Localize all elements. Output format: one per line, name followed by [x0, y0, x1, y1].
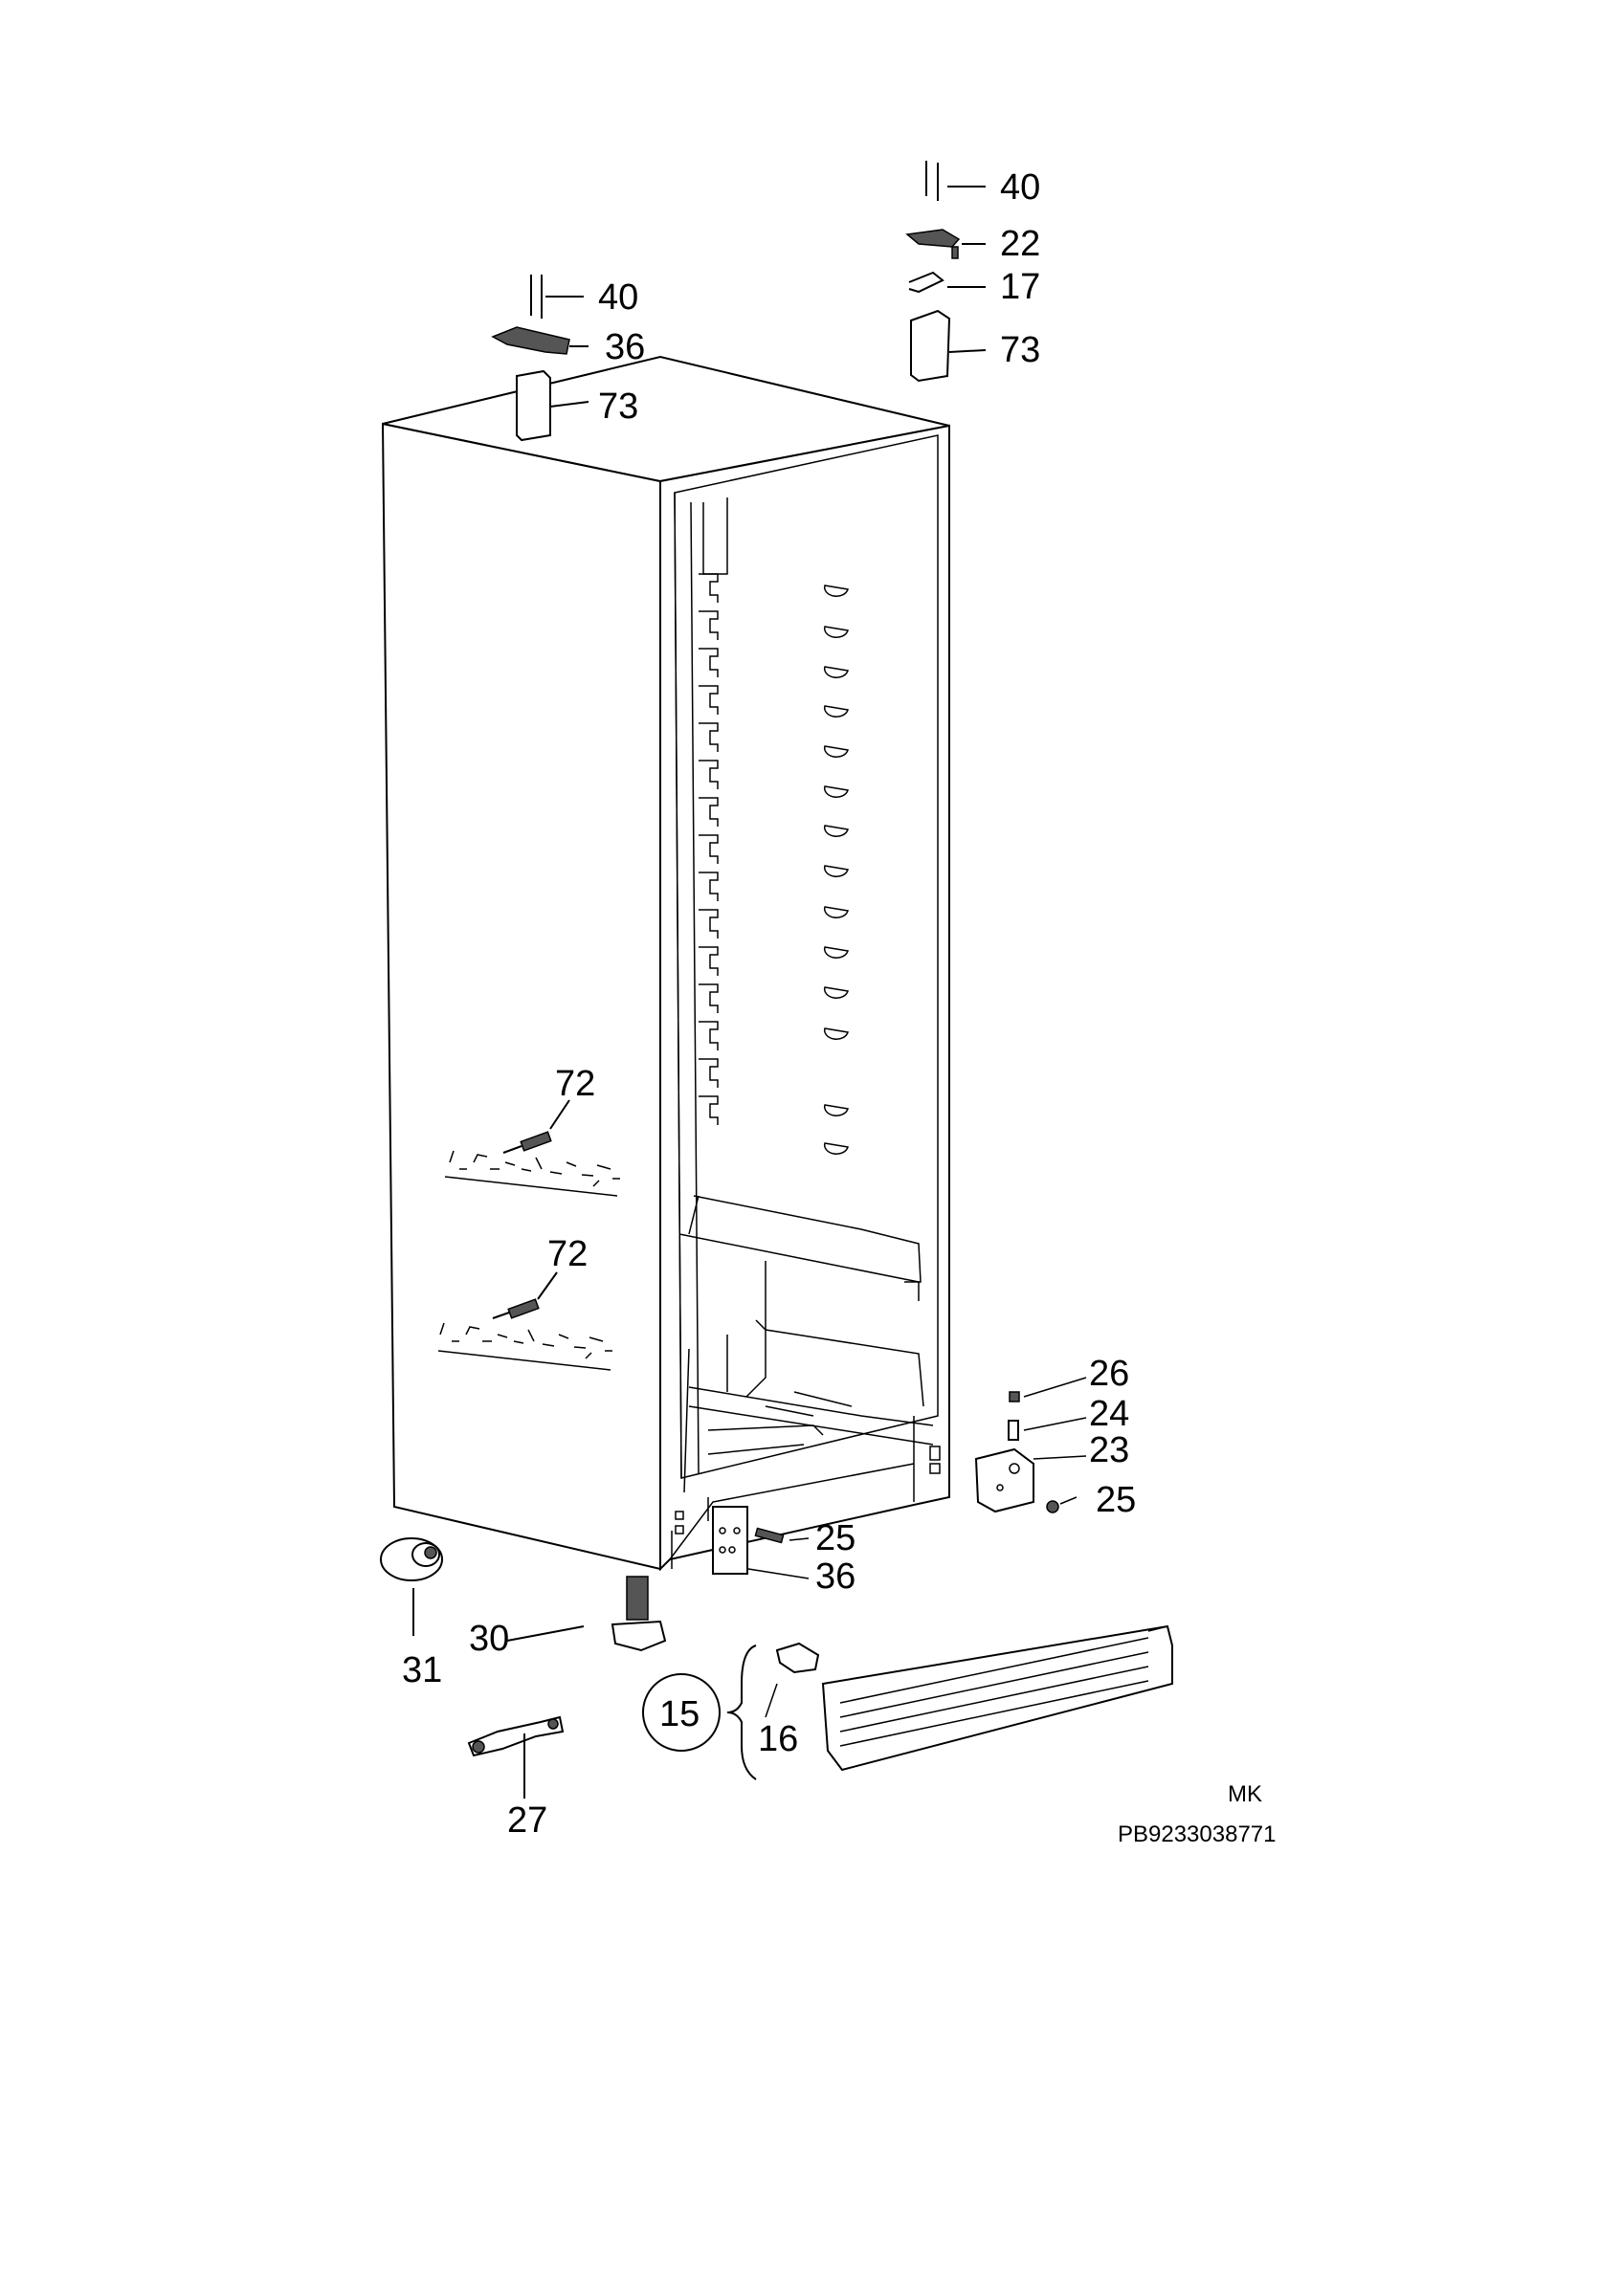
adjustable-foot-30 [506, 1576, 667, 1652]
top-left-hinge-assembly [491, 275, 589, 442]
callout-73-left: 73 [598, 386, 638, 427]
callout-15: 15 [659, 1694, 700, 1734]
shelf-rail-notch [699, 610, 719, 640]
shelf-rail-notch [699, 909, 719, 938]
shelf-rail-notch [699, 872, 719, 901]
plinth-assembly-15 [642, 1624, 1173, 1780]
hinge-hole-row-upper [444, 1150, 620, 1197]
shelf-clip [823, 986, 849, 999]
shelf-rail-notch [699, 1021, 719, 1050]
callout-36-bottom: 36 [815, 1556, 855, 1597]
shelf-rail-notch [699, 983, 719, 1013]
hinge-hole-row-lower [437, 1322, 612, 1371]
shelf-clip [823, 626, 849, 638]
callout-30: 30 [469, 1619, 509, 1659]
shelf-clip [823, 1104, 849, 1116]
callout-labels: 40 22 17 73 40 36 73 72 72 26 24 23 25 2… [402, 167, 1136, 1841]
shelf-rail-top [702, 497, 728, 575]
shelf-clip [823, 865, 849, 877]
callout-40-left: 40 [598, 277, 638, 318]
callout-40-right: 40 [1000, 167, 1040, 208]
shelf-rail-notch [699, 760, 719, 789]
callout-27: 27 [507, 1800, 547, 1841]
foot-cap-31 [380, 1537, 443, 1636]
shelf-rail-notch [699, 722, 719, 752]
shelf-clip [823, 785, 849, 798]
cabinet-body [381, 355, 950, 1572]
shelf-rail-notch [699, 648, 719, 677]
callout-31: 31 [402, 1650, 442, 1690]
callout-23: 23 [1089, 1430, 1129, 1470]
bottom-left-hinge-assembly [712, 1506, 810, 1579]
shelf-rail-notch [699, 797, 719, 827]
shelf-rail-notch [699, 1095, 719, 1125]
callout-25-bottom: 25 [815, 1518, 855, 1558]
shelf-support-rails [699, 497, 728, 1125]
shelf-clip [823, 745, 849, 758]
top-right-hinge-assembly [905, 161, 987, 383]
model-code: MK [1228, 1781, 1262, 1807]
drawing-number: PB9233038771 [1118, 1821, 1277, 1847]
shelf-clip [823, 1142, 849, 1155]
bottom-right-hinge-assembly [974, 1377, 1087, 1513]
callout-72-lower: 72 [547, 1234, 588, 1274]
callout-22: 22 [1000, 224, 1040, 264]
shelf-clip [823, 705, 849, 718]
shelf-rail-notch [699, 1058, 719, 1088]
screw-72-upper [502, 1099, 570, 1154]
shelf-rail-notch [699, 834, 719, 864]
callout-25-right: 25 [1096, 1480, 1136, 1520]
callout-17: 17 [1000, 267, 1040, 307]
spanner-27 [467, 1715, 565, 1799]
shelf-clip [823, 825, 849, 837]
callout-72-upper: 72 [555, 1064, 595, 1104]
shelf-clip [823, 906, 849, 918]
shelf-clip [823, 666, 849, 678]
shelf-clip [823, 585, 849, 597]
shelf-rail-notch [699, 685, 719, 715]
shelf-clip [823, 946, 849, 959]
screw-72-lower [492, 1271, 558, 1319]
shelf-rail-notch [699, 946, 719, 976]
shelf-clip [823, 1027, 849, 1040]
shelf-support-clips [823, 585, 849, 1155]
callout-16: 16 [758, 1719, 798, 1759]
callout-26: 26 [1089, 1354, 1129, 1394]
callout-36-top: 36 [605, 327, 645, 367]
callout-73-right: 73 [1000, 330, 1040, 370]
callout-24: 24 [1089, 1394, 1129, 1434]
